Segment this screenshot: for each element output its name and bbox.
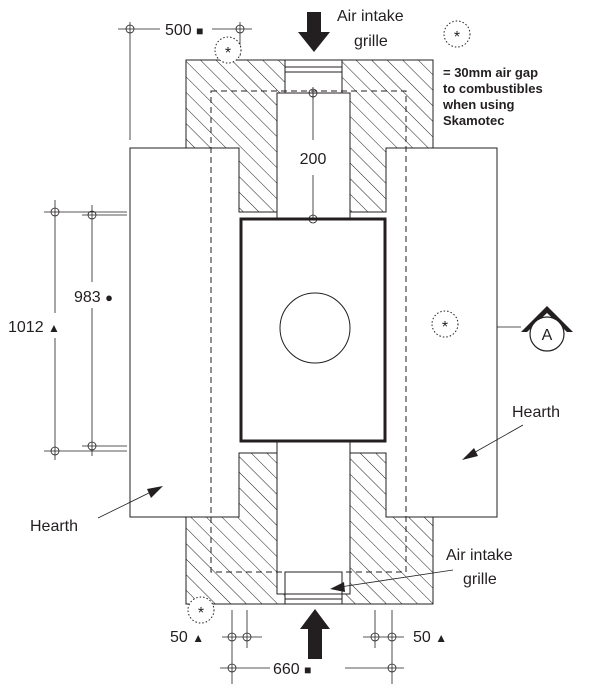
air-intake-top-label-1: Air intake [337, 8, 404, 25]
dimension-50-left-line [222, 610, 262, 684]
asterisk-marker-bottom: * [187, 596, 215, 624]
hearth-right-leader [462, 424, 524, 460]
hearth-left-label: Hearth [30, 518, 78, 535]
dimension-200-label: 200 [300, 151, 327, 168]
dimension-983-line [82, 205, 127, 456]
svg-text:A: A [542, 327, 553, 344]
asterisk-marker-legend: * [443, 20, 471, 48]
dimension-660-line [220, 663, 404, 673]
dimension-50-left-label: 50 ▲ [170, 629, 204, 646]
arrow-down-icon [298, 12, 330, 52]
air-gap-outline [210, 90, 407, 573]
asterisk-marker-right: * [431, 310, 459, 338]
svg-text:*: * [225, 45, 231, 62]
air-intake-bottom-label-1: Air intake [446, 547, 513, 564]
top-grille-slot [284, 59, 343, 94]
dimension-1012-label: 1012 ▲ [8, 319, 60, 336]
svg-text:*: * [198, 605, 204, 622]
air-intake-bottom-leader [330, 569, 454, 592]
air-intake-top-label-2: grille [354, 33, 388, 50]
dimension-1012-line [44, 200, 127, 460]
svg-text:Skamotec: Skamotec [443, 113, 504, 128]
asterisk-marker-top: * [214, 36, 242, 64]
svg-text:= 30mm air gap: = 30mm air gap [443, 65, 538, 80]
svg-text:*: * [442, 319, 448, 336]
dimension-660-label: 660 ■ [273, 661, 311, 678]
air-intake-bottom-label-2: grille [463, 571, 497, 588]
svg-text:when using: when using [442, 97, 515, 112]
flue-outlet [279, 292, 351, 364]
svg-text:*: * [454, 29, 460, 46]
dimension-983-label: 983 ● [74, 289, 113, 306]
dimension-200-line [307, 87, 319, 224]
dimension-500-label: 500 ■ [165, 22, 203, 39]
hearth-right-label: Hearth [512, 404, 560, 421]
right-hearth [349, 147, 498, 518]
dimension-50-right-line [363, 610, 404, 684]
hearth-left-leader [97, 486, 163, 519]
firebox [239, 217, 387, 443]
air-gap-note: = 30mm air gap to combustibles when usin… [442, 65, 543, 128]
svg-text:to combustibles: to combustibles [443, 81, 543, 96]
arrow-up-icon [300, 609, 330, 659]
dimension-50-right-label: 50 ▲ [413, 629, 447, 646]
section-a-marker: A [497, 306, 573, 352]
